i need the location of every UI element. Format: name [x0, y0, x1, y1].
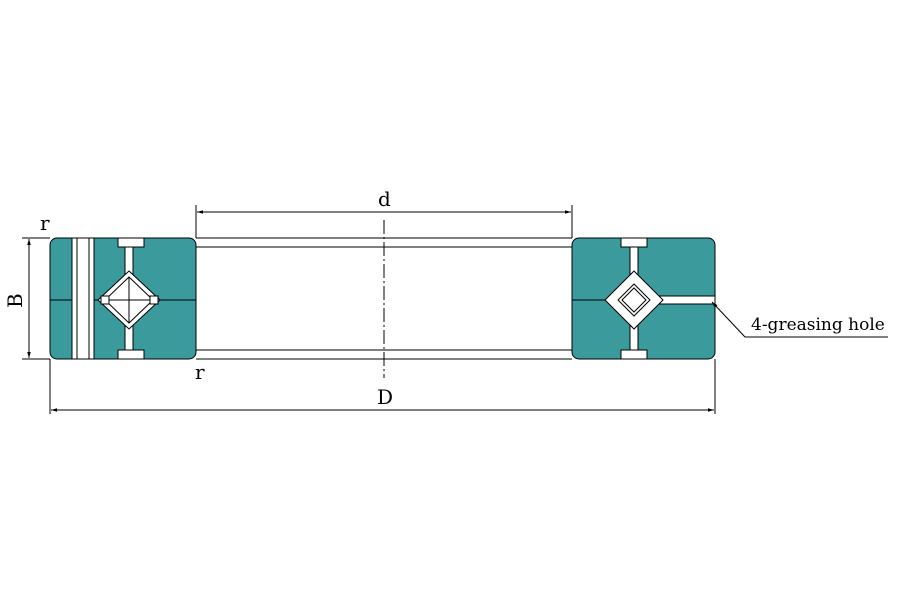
- dimension-B: B: [3, 237, 50, 360]
- right-ring-section: [571, 237, 716, 360]
- radius-label-bottom: r: [195, 360, 205, 384]
- greasing-hole-callout: 4-greasing hole: [711, 301, 888, 338]
- outer-diameter-label: D: [377, 385, 393, 409]
- width-label: B: [3, 293, 27, 308]
- inner-diameter-label: d: [378, 187, 391, 211]
- radius-label-top: r: [40, 211, 50, 235]
- left-ring-section: [49, 237, 197, 360]
- dimension-d: d: [195, 187, 573, 238]
- greasing-hole-label: 4-greasing hole: [751, 315, 885, 335]
- dimension-D: D: [49, 359, 716, 414]
